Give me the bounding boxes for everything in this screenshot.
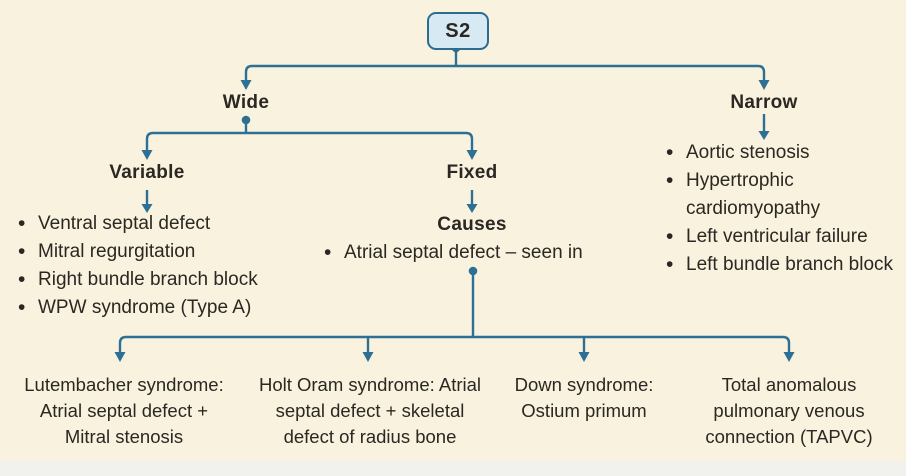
branch-label-variable: Variable [109, 162, 185, 183]
arrow-fixed-to-causes-icon [466, 204, 478, 213]
junction-dot-asd [468, 266, 478, 276]
term-line: Lutembacher syndrome: [24, 374, 224, 395]
seen-in-lutembacher: Lutembacher syndrome: Atrial septal defe… [6, 372, 242, 450]
term-line: Down syndrome: [514, 374, 654, 395]
seen-in-holt-oram: Holt Oram syndrome: Atrial septal defect… [238, 372, 502, 450]
branch-label-narrow: Narrow [730, 92, 798, 113]
bottom-edge-strip [0, 461, 906, 476]
stem-arrowheads [141, 131, 770, 213]
list-item: WPW syndrome (Type A) [16, 294, 316, 322]
arrow-down-to-wide-icon [240, 80, 252, 90]
narrow-split-list: Aortic stenosis Hypertrophic cardiomyopa… [664, 139, 906, 279]
list-item: Aortic stenosis [664, 139, 906, 167]
arrowheads-level-2 [141, 115, 478, 160]
term-line: connection (TAPVC) [705, 426, 873, 447]
seen-in-tapvc: Total anomalous pulmonary venous connect… [687, 372, 891, 450]
term-line: Ostium primum [521, 400, 647, 421]
root-node-s2: S2 [427, 12, 489, 50]
term-line: defect of radius bone [283, 426, 457, 447]
connector-wide-to-variable-fixed [145, 119, 474, 151]
arrow-down-to-narrow-icon [758, 80, 770, 90]
arrow-down-to-variable-icon [141, 150, 153, 160]
arrow-down-to-down-syndrome-icon [578, 352, 590, 362]
branch-label-fixed: Fixed [446, 162, 498, 183]
connector-asd-seen-in [118, 271, 791, 352]
variable-split-list: Ventral septal defect Mitral regurgitati… [16, 210, 316, 322]
arrow-down-to-fixed-icon [466, 150, 478, 160]
term-line: Total anomalous [721, 374, 857, 395]
stem-arrows [145, 114, 766, 204]
arrow-down-to-lutembacher-icon [114, 352, 126, 362]
fixed-split-cause-item: Atrial septal defect – seen in [322, 240, 583, 266]
connector-s2-to-wide-narrow [244, 47, 766, 81]
branch-label-wide: Wide [222, 92, 270, 113]
list-item: Ventral septal defect [16, 210, 316, 238]
junction-dot-wide [241, 115, 251, 125]
causes-heading: Causes [437, 214, 507, 235]
list-item: Right bundle branch block [16, 266, 316, 294]
term-line: Atrial septal defect + [39, 400, 209, 421]
arrow-down-to-holt-oram-icon [362, 352, 374, 362]
term-line: Holt Oram syndrome: Atrial [258, 374, 482, 395]
term-line: septal defect + skeletal [275, 400, 465, 421]
list-item: Left ventricular failure [664, 223, 906, 251]
term-line: pulmonary venous [713, 400, 865, 421]
list-item: Mitral regurgitation [16, 238, 316, 266]
term-line: Mitral stenosis [64, 426, 184, 447]
arrowheads-level-3 [114, 266, 795, 362]
arrow-narrow-to-list-icon [758, 131, 770, 140]
arrow-variable-to-list-icon [141, 204, 153, 213]
seen-in-down-syndrome: Down syndrome: Ostium primum [504, 372, 664, 424]
arrow-down-to-tapvc-icon [783, 352, 795, 362]
list-item: Left bundle branch block [664, 251, 906, 279]
list-item: Hypertrophic cardiomyopathy [664, 167, 906, 223]
